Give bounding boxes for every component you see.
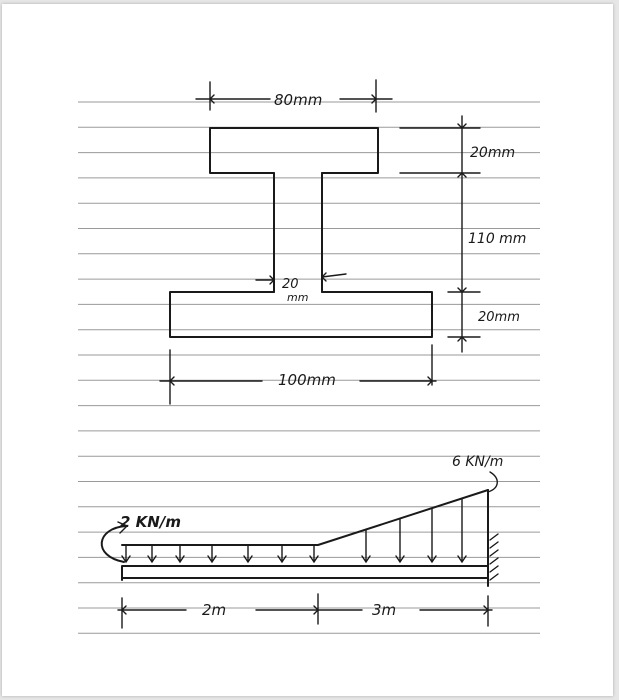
web-thickness-value: 20	[282, 277, 299, 292]
dim-top-flange-width	[195, 79, 393, 113]
load-arrow	[395, 517, 405, 564]
web-outline	[273, 172, 323, 293]
udl-label: 2 KN/m	[120, 513, 181, 531]
peak-load-label: 6 KN/m	[452, 454, 503, 470]
bottom-flange-width-label: 100mm	[278, 371, 336, 389]
beam-body	[121, 565, 489, 581]
fixed-support	[487, 489, 499, 587]
dim-bottom-flange-width	[159, 344, 437, 405]
load-arrow	[121, 544, 131, 564]
dim-right-chain	[399, 115, 481, 353]
bottom-flange-outline	[169, 291, 433, 338]
moment-arc	[100, 525, 127, 563]
load-arrow	[361, 528, 371, 564]
span-left-label: 2m	[202, 601, 226, 619]
beam-diagram: 2 KN/m 6 KN/m 2m 3m	[100, 454, 503, 629]
dim-span	[117, 593, 493, 629]
top-flange-outline	[209, 127, 379, 174]
web-height-label: 110 mm	[468, 231, 526, 247]
i-section: 80mm 20mm 110 mm 20mm 20 mm 10	[159, 79, 526, 405]
load-arrow	[309, 544, 319, 564]
web-thickness-unit: mm	[287, 291, 308, 304]
load-arrow	[277, 544, 287, 564]
bottom-flange-thickness-label: 20mm	[478, 310, 520, 325]
top-flange-thickness-label: 20mm	[470, 145, 515, 161]
load-arrow	[175, 544, 185, 564]
ruled-lines	[78, 101, 540, 634]
top-flange-width-label: 80mm	[274, 91, 322, 109]
load-arrows	[121, 497, 467, 564]
load-arrow	[207, 544, 217, 564]
load-arrow	[427, 507, 437, 564]
dim-web-thickness	[255, 272, 347, 285]
load-arrow	[243, 544, 253, 564]
load-arrow	[147, 544, 157, 564]
load-arrow	[457, 497, 467, 564]
notebook-page	[2, 4, 613, 696]
span-right-label: 3m	[372, 601, 396, 619]
